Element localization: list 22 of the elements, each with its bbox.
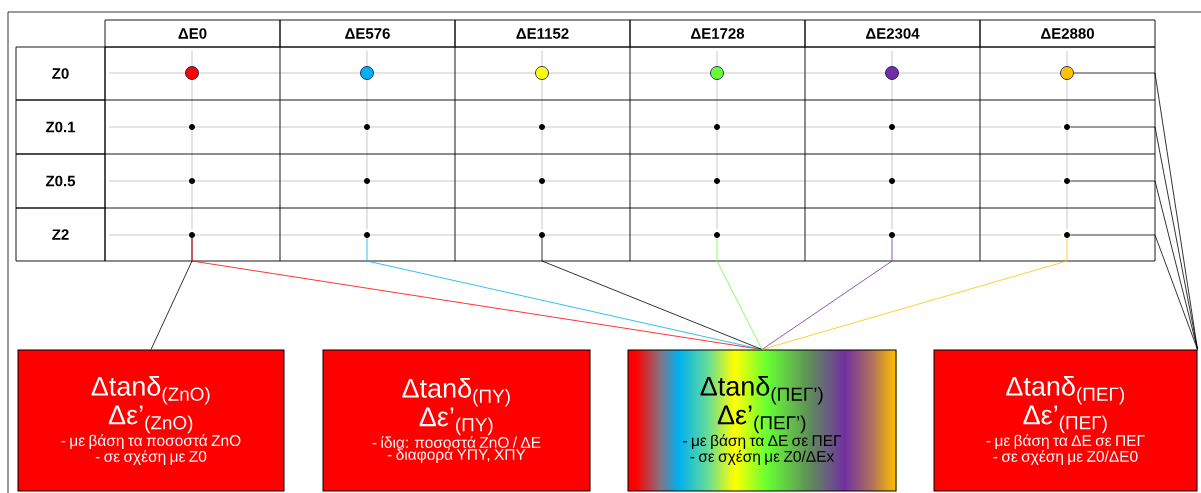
- connector-line: [716, 237, 763, 350]
- text-box: Δtanδ$_{(ΠΥ)}$ Δε’$_{(ΠΥ)}$ - ίδια: ποσοστά ZnO / ΔΕ - διαφορά ΥΠΥ, ΧΠΥ: [322, 349, 591, 492]
- column-header: ΔE576: [279, 19, 456, 48]
- row-header: Z0.1: [15, 99, 106, 155]
- row-header: Z2: [15, 207, 106, 262]
- text-box: Δtanδ$_{(ΠΕΓ’)}$ Δε’$_{(ΠΕΓ’)}$ - με βάση τα ΔΕ σε ΠΕΓ - σε σχέση με Z0/ΔEx: [627, 349, 897, 492]
- column-header: ΔE0: [104, 19, 281, 48]
- column-header: ΔE1152: [454, 19, 631, 48]
- column-header: ΔE1728: [629, 19, 806, 48]
- connector-line: [366, 237, 763, 350]
- column-header: ΔE2304: [804, 19, 981, 48]
- connector-line: [761, 237, 893, 350]
- text-box: Δtanδ$_{(ZnO)}$ Δε’$_{(ZnO)}$ - με βάση τα ποσοστά ZnO - σε σχέση με Z0: [17, 349, 285, 492]
- connector-line: [541, 237, 763, 350]
- row-header: Z0: [15, 46, 106, 101]
- column-header: ΔE2880: [979, 19, 1156, 48]
- connector-line: [761, 237, 1068, 350]
- text-box: Δtanδ$_{(ΠΕΓ)}$ Δε’$_{(ΠΕΓ)}$ - με βάση τα ΔΕ σε ΠΕΓ - σε σχέση με Z0/ΔΕ0: [933, 349, 1198, 492]
- row-header: Z0.5: [15, 153, 106, 209]
- connector-line: [1069, 234, 1198, 350]
- connector-line: [1069, 180, 1198, 350]
- connector-line: [1069, 126, 1198, 350]
